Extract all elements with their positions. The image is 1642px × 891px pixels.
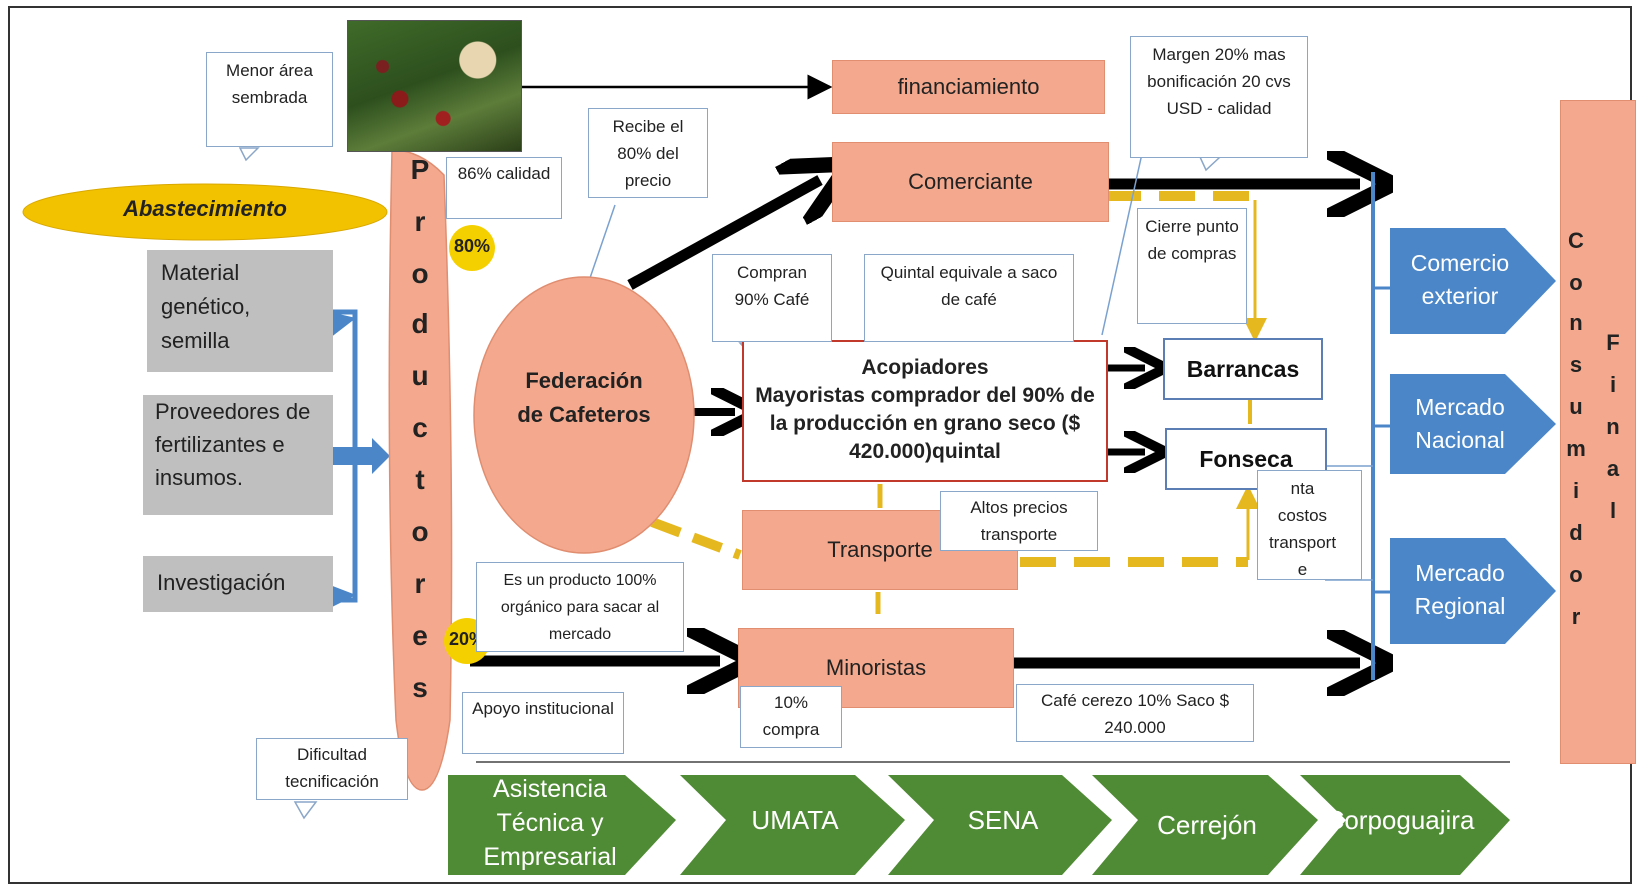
institution-sena: SENA [967, 805, 1039, 835]
consumer-letter: n [1569, 310, 1583, 335]
federacion-to-comerciante-arrow [627, 180, 820, 290]
chevron-sena [888, 775, 1112, 875]
callout-dificultad: Dificultad tecnificación [256, 738, 408, 800]
supply-item-investigacion: Investigación [143, 556, 333, 612]
margen-callout-pointer [1101, 139, 1146, 336]
final-letter: a [1606, 456, 1620, 481]
consumer-letter: r [1571, 604, 1581, 629]
producers-letter: r [414, 568, 426, 599]
acopiadores-title: Acopiadores [861, 356, 989, 379]
producers-letter: o [411, 516, 429, 547]
supply-arrow-3 [330, 585, 356, 608]
market-mercado-regional: Mercado Regional [1414, 560, 1506, 619]
callout-calidad: 86% calidad [446, 157, 562, 219]
comerciante-node: Comerciante [832, 142, 1109, 222]
coffee-farmer-photo [347, 20, 522, 152]
producers-letter: s [412, 672, 428, 703]
market-mercado-nacional: Mercado Nacional [1415, 394, 1505, 453]
callout-compran: Compran 90% Café [712, 254, 832, 342]
producers-letter: u [411, 360, 429, 391]
consumer-letter: u [1569, 394, 1583, 419]
callout-cierre: Cierre punto de compras [1137, 208, 1247, 324]
consumer-letter: o [1569, 270, 1583, 295]
market-shape-mercado-regional [1390, 538, 1556, 644]
chevron-umata [680, 775, 905, 875]
producers-shape [388, 149, 453, 791]
market-comercio-exterior: Comercio exterior [1410, 250, 1510, 309]
chevron-corpoguajira [1300, 775, 1510, 875]
badge-80-circle [449, 225, 495, 271]
producers-letter: P [410, 154, 430, 185]
chevron-asistencia [448, 775, 676, 875]
producers-letter: o [411, 258, 429, 289]
consumer-letter: d [1569, 520, 1583, 545]
final-letter: F [1606, 330, 1620, 355]
callout-altos: Altos precios transporte [940, 491, 1098, 551]
institution-umata: UMATA [751, 805, 839, 835]
recibe-callout-pointer [589, 204, 616, 279]
financiamiento-node: financiamiento [832, 60, 1105, 114]
consumer-letter: i [1572, 478, 1580, 503]
callout-apoyo: Apoyo institucional [462, 692, 624, 754]
consumer-letter: s [1569, 352, 1583, 377]
abastecimiento-title: Abastecimiento [123, 196, 287, 221]
callout-menor-area: Menor área sembrada [206, 52, 333, 147]
final-letter: n [1606, 414, 1620, 439]
callout-cerezo: Café cerezo 10% Saco $ 240.000 [1016, 684, 1254, 742]
producers-letter: e [412, 620, 428, 651]
supply-item-material: Material genético, semilla [147, 250, 333, 372]
consumer-letter: m [1566, 436, 1586, 461]
final-letter: l [1609, 498, 1617, 523]
producers-letter: c [412, 412, 428, 443]
consumer-letter: C [1568, 228, 1584, 253]
supply-arrow-1 [330, 312, 356, 338]
callout-compra10: 10% compra [740, 686, 842, 748]
callout-margen: Margen 20% mas bonificación 20 cvs USD -… [1130, 36, 1308, 158]
callout-recibe: Recibe el 80% del precio [588, 108, 708, 198]
federacion-label: Federación de Cafeteros [517, 368, 651, 427]
consumer-letter: o [1569, 562, 1583, 587]
callout-costos: nta costos transport e [1257, 470, 1362, 580]
market-shape-comercio-exterior [1390, 228, 1556, 334]
institution-asistencia: Asistencia Técnica y Empresarial [483, 775, 617, 871]
final-letter: i [1609, 372, 1617, 397]
producers-letter: d [411, 308, 429, 339]
institution-cerrejon: Cerrejón [1157, 810, 1257, 840]
chevron-cerrejon [1092, 775, 1318, 875]
consumidor-final-panel [1560, 100, 1636, 764]
market-shape-mercado-nacional [1390, 374, 1556, 474]
supply-item-proveedores: Proveedores de fertilizantes e insumos. [143, 395, 333, 515]
acopiadores-body: Mayoristas comprador del 90% de la produ… [755, 384, 1095, 463]
federacion-ellipse [473, 276, 695, 554]
producers-letter: t [415, 464, 425, 495]
producers-letter: r [414, 206, 426, 237]
acopiadores-node: Acopiadores Mayoristas comprador del 90%… [742, 340, 1108, 482]
supply-arrow-2 [372, 438, 390, 474]
abastecimiento-ellipse [22, 183, 388, 241]
federacion-transporte-dashed-link [650, 517, 742, 560]
barrancas-node: Barrancas [1163, 338, 1323, 400]
callout-quintal: Quintal equivale a saco de café [864, 254, 1074, 342]
badge-80: 80% [453, 236, 491, 256]
callout-organico: Es un producto 100% orgánico para sacar … [476, 562, 684, 652]
institution-corpoguajira: Corpoguajira [1325, 805, 1475, 835]
